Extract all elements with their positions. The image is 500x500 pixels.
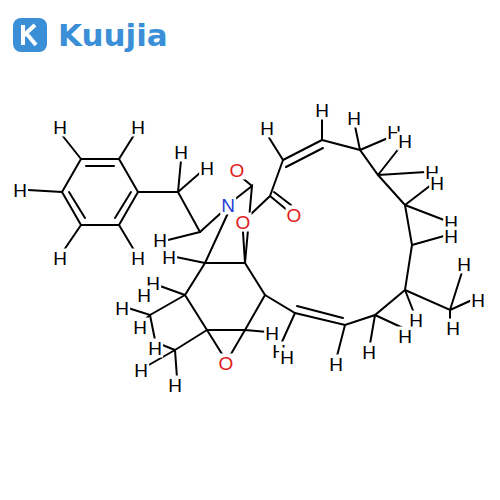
- atom-label: O: [229, 161, 246, 180]
- atom-label: H: [199, 159, 215, 178]
- atom-label: H: [52, 118, 68, 137]
- atom-label: O: [235, 213, 252, 232]
- atom-label: H: [456, 255, 472, 274]
- atom-label: O: [286, 206, 303, 225]
- atom-label: H: [12, 181, 28, 200]
- atom-label: H: [161, 248, 177, 267]
- atom-label: H: [443, 227, 459, 246]
- atom-label: H: [328, 355, 344, 374]
- atom-label: H: [470, 291, 486, 310]
- atom-label: H: [429, 174, 445, 193]
- atom-label: H: [136, 286, 152, 305]
- atom-label: H: [132, 318, 148, 337]
- atom-label: H: [264, 324, 280, 343]
- atom-label: H: [259, 119, 275, 138]
- atom-label: O: [218, 354, 235, 373]
- atom-label: H: [147, 339, 163, 358]
- atom-label: H: [445, 319, 461, 338]
- atom-label: H: [133, 361, 149, 380]
- atom-label: H: [397, 132, 413, 151]
- atom-label: H: [397, 327, 413, 346]
- atom-label: N: [220, 196, 236, 215]
- atom-label: H: [346, 109, 362, 128]
- atom-label: H: [173, 143, 189, 162]
- atom-label: H: [130, 118, 146, 137]
- atom-label: H: [52, 249, 68, 268]
- watermark: Kuujia: [58, 17, 168, 53]
- atom-label: H: [130, 249, 146, 268]
- atom-label: H: [279, 348, 295, 367]
- logo-icon: [13, 18, 47, 52]
- atom-label: H: [167, 376, 183, 395]
- atom-label: H: [361, 343, 377, 362]
- atom-label: H: [114, 299, 130, 318]
- atom-label: H: [314, 101, 330, 120]
